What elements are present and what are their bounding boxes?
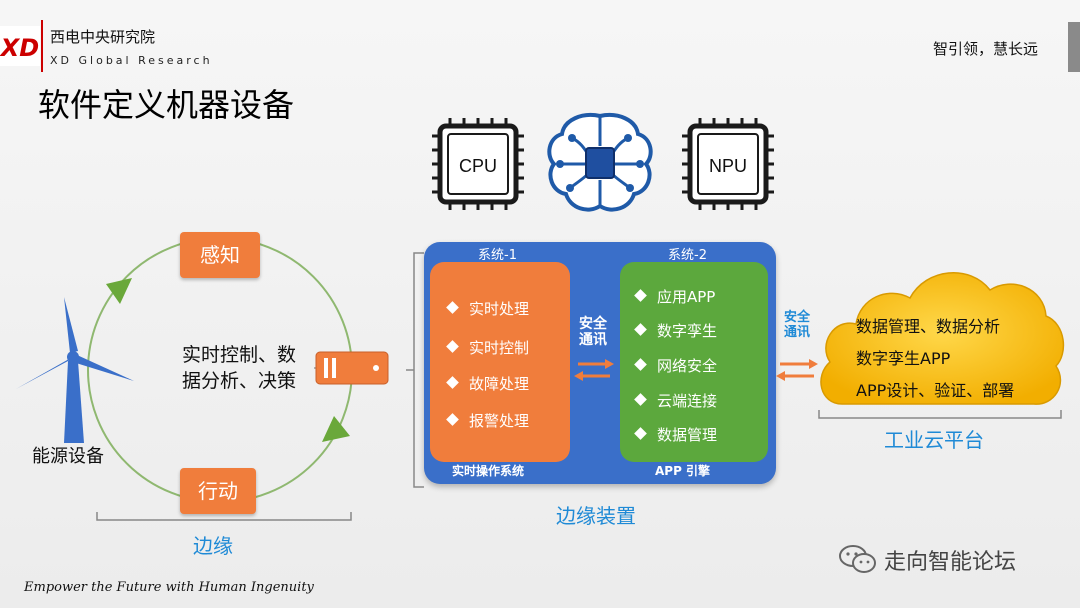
cloud-bracket xyxy=(818,410,1062,419)
system1-item: 故障处理 xyxy=(446,373,529,394)
system2-item: 数据管理 xyxy=(634,424,717,445)
system1-item: 实时处理 xyxy=(446,298,529,319)
bidirectional-arrow-icon xyxy=(776,359,818,381)
system1-item: 实时控制 xyxy=(446,337,529,358)
svg-text:CPU: CPU xyxy=(459,156,497,176)
system1-box xyxy=(430,262,570,462)
edge-device-bracket xyxy=(406,252,424,488)
cloud-capability-2: 数字孪生APP xyxy=(856,349,951,368)
system1-item: 报警处理 xyxy=(446,410,529,431)
system2-item: 应用APP xyxy=(634,286,715,307)
svg-text:NPU: NPU xyxy=(709,156,747,176)
cycle-arrow-top xyxy=(106,278,132,304)
edge-capabilities-text: 实时控制、数 据分析、决策 xyxy=(182,342,312,394)
npu-chip-icon: NPU xyxy=(682,118,774,210)
secure-comm-label-cloud: 安全通讯 xyxy=(783,310,810,340)
edge-bracket xyxy=(96,512,352,521)
cloud-capability-1: 数据管理、数据分析 xyxy=(856,317,1001,336)
org-name: 西电中央研究院 xyxy=(50,28,156,46)
system2-item: 数字孪生 xyxy=(634,320,717,341)
side-strip xyxy=(1068,22,1080,72)
slogan: 智引领，慧长远 xyxy=(932,40,1038,58)
page-title: 软件定义机器设备 xyxy=(38,86,295,124)
cpu-chip-icon: CPU xyxy=(432,118,524,210)
footer-tagline: Empower the Future with Human Ingenuity xyxy=(24,580,314,595)
app-engine-label: APP 引擎 xyxy=(655,464,711,478)
edge-capabilities-line2: 据分析、决策 xyxy=(182,370,297,392)
edge-device-label: 边缘装置 xyxy=(556,504,636,528)
secure-comm-label-internal: 安全通讯 xyxy=(579,316,607,348)
cloud-icon xyxy=(820,272,1065,405)
wechat-icon xyxy=(839,545,876,573)
edge-capabilities-line1: 实时控制、数 xyxy=(182,344,297,366)
bidirectional-arrow-icon xyxy=(574,359,614,381)
cycle-arrow-bottom xyxy=(322,416,350,442)
system2-label: 系统-2 xyxy=(668,248,707,263)
xd-logo: XD xyxy=(0,26,40,66)
watermark-text: 走向智能论坛 xyxy=(884,550,1017,575)
org-english-name: XD Global Research xyxy=(50,54,213,67)
cloud-capability-3: APP设计、验证、部署 xyxy=(856,381,1015,400)
logo-divider xyxy=(41,20,43,72)
act-box: 行动 xyxy=(180,468,256,514)
industrial-cloud-label: 工业云平台 xyxy=(884,428,984,452)
wind-turbine-icon xyxy=(16,297,134,443)
system2-item: 网络安全 xyxy=(634,355,717,376)
energy-device-label: 能源设备 xyxy=(32,446,104,467)
perceive-box: 感知 xyxy=(180,232,260,278)
edge-label: 边缘 xyxy=(193,534,233,558)
ai-brain-icon xyxy=(547,113,653,212)
rtos-label: 实时操作系统 xyxy=(452,464,525,478)
edge-device-icon xyxy=(314,351,389,385)
svg-text:XD: XD xyxy=(0,34,39,62)
system2-item: 云端连接 xyxy=(634,390,717,411)
system1-label: 系统-1 xyxy=(478,248,517,263)
